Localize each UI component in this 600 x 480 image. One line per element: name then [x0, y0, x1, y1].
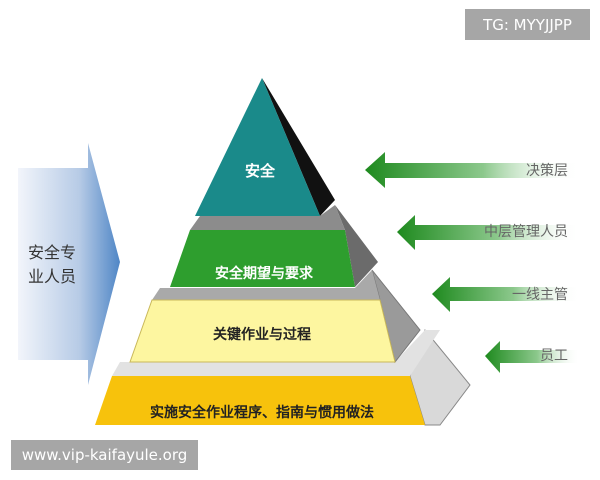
pyramid-level-2-label: 安全期望与要求 [215, 265, 314, 282]
right-arrow-1 [365, 152, 580, 188]
pyramid-level-3 [129, 299, 396, 363]
pyramid-step-third [152, 270, 380, 300]
pyramid-step-second [190, 205, 345, 230]
right-arrow-4 [485, 341, 580, 373]
pyramid-level-1-label: 安全 [245, 162, 276, 180]
right-arrow-3 [432, 277, 580, 312]
left-arrow-label-1: 安全专 [28, 243, 76, 262]
right-arrow-2-label: 中层管理人员 [484, 224, 568, 240]
right-arrow-2 [397, 215, 580, 250]
watermark-bottom: www.vip-kaifayule.org [11, 440, 198, 470]
right-arrow-4-label: 员工 [540, 348, 568, 364]
pyramid-level-3-label: 关键作业与过程 [213, 326, 311, 343]
pyramid-level-2 [170, 230, 355, 287]
pyramid-level-1 [195, 78, 320, 216]
right-arrow-3-label: 一线主管 [512, 287, 568, 303]
pyramid-side-second [335, 205, 378, 287]
right-arrow-1-label: 决策层 [526, 162, 568, 179]
pyramid-step-bottom [112, 330, 440, 376]
pyramid-level-4 [95, 376, 425, 425]
pyramid-side-top [262, 78, 335, 216]
watermark-top: TG: MYYJJPP [465, 9, 590, 40]
left-arrow-shape [18, 143, 120, 385]
pyramid-level-4-label: 实施安全作业程序、指南与惯用做法 [150, 404, 374, 421]
left-arrow-label-2: 业人员 [28, 267, 76, 286]
